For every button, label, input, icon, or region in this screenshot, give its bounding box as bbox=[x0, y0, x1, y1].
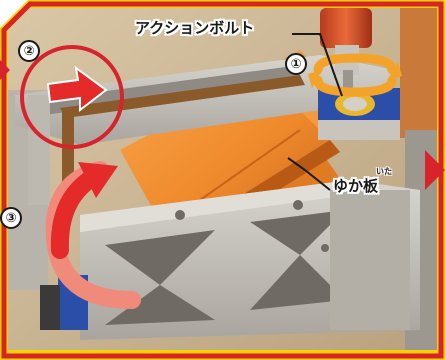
action-bolt-label: アクションボルト bbox=[135, 19, 255, 37]
prev-arrow-icon bbox=[0, 60, 10, 80]
action-bolt-assembly bbox=[318, 8, 400, 140]
floor-board-ruby: いた bbox=[376, 167, 392, 176]
step-1-badge: ① bbox=[285, 53, 307, 75]
step-2-badge: ② bbox=[18, 40, 40, 62]
highlight-circle bbox=[20, 45, 124, 149]
next-arrow-icon bbox=[425, 150, 445, 190]
floor-board-leader bbox=[287, 157, 331, 191]
step-3-badge: ③ bbox=[0, 207, 22, 229]
gray-front-panel bbox=[80, 180, 420, 340]
rotation-arrow bbox=[308, 53, 402, 97]
push-arrow bbox=[46, 65, 108, 113]
floor-board-label: ゆか板 bbox=[333, 177, 379, 195]
action-bolt-leader bbox=[292, 33, 343, 97]
lift-arrow bbox=[45, 161, 141, 309]
